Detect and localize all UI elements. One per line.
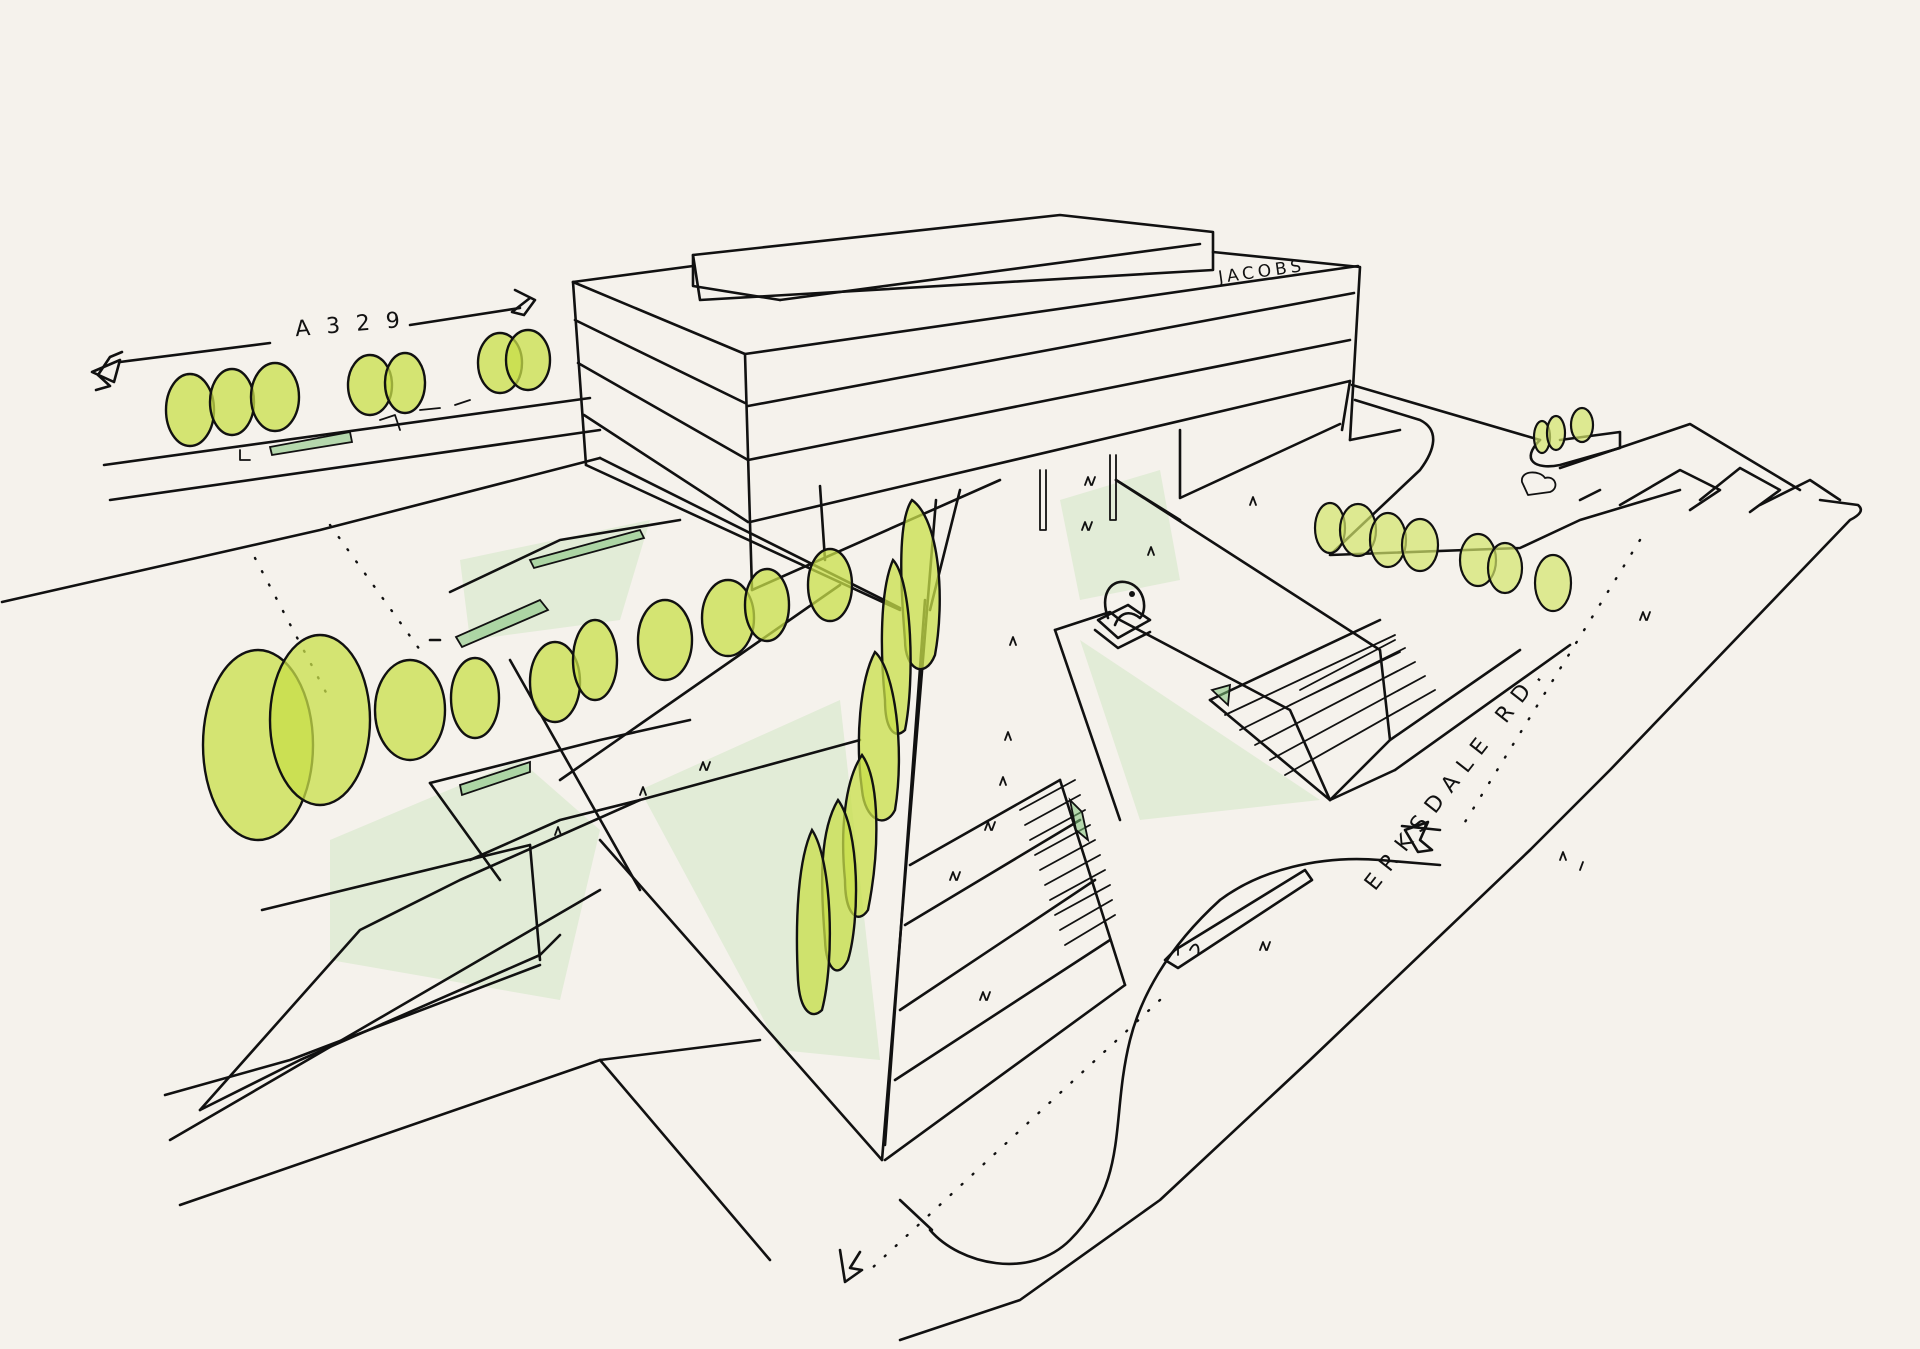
arrow-ne-icon: [1403, 820, 1434, 854]
tree-row-a329: [164, 328, 552, 448]
cypress-trees: [795, 498, 941, 1016]
tree-row-main: [201, 547, 854, 842]
direction-arrows: [838, 820, 1442, 1284]
right-roads: [868, 383, 1863, 1342]
a329-road: [0, 288, 602, 604]
arrow-sw-icon: [838, 1248, 864, 1284]
tree-row-right: [1313, 406, 1595, 613]
central-plaza: [598, 478, 1572, 1162]
people-figures: [554, 476, 1651, 1001]
